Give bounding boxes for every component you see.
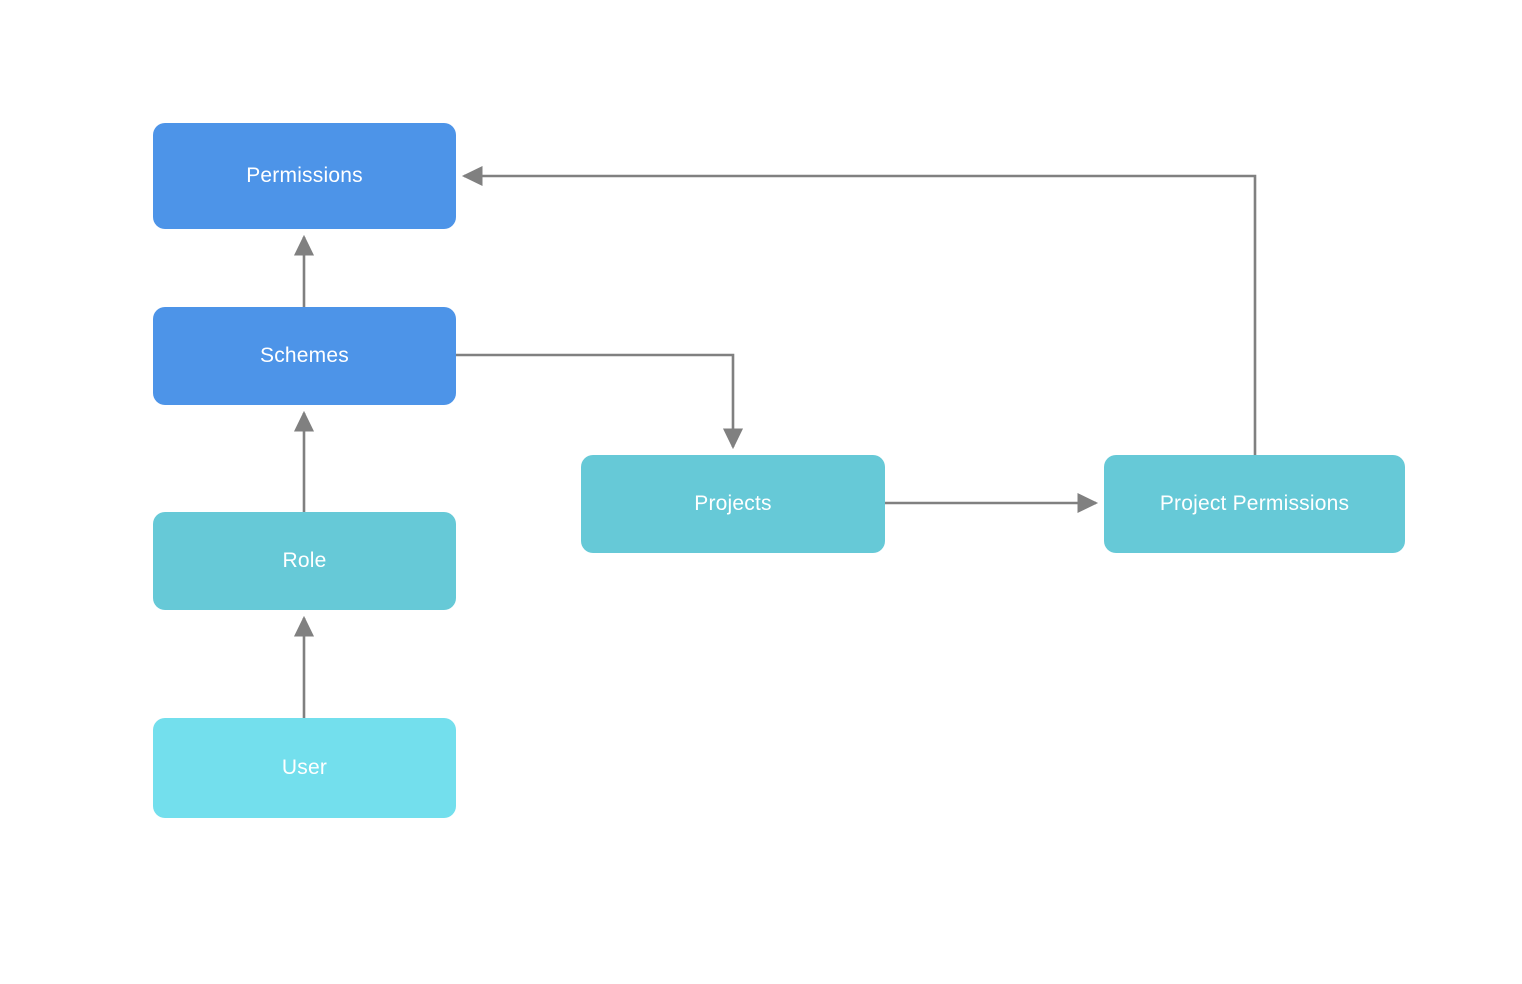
node-user[interactable]: User bbox=[153, 718, 456, 818]
edge-project-permissions-to-permissions bbox=[461, 165, 1257, 455]
node-label-project-permissions: Project Permissions bbox=[1159, 492, 1350, 516]
node-role[interactable]: Role bbox=[153, 512, 456, 610]
node-label-role: Role bbox=[282, 549, 327, 573]
node-projects[interactable]: Projects bbox=[581, 455, 885, 553]
node-schemes[interactable]: Schemes bbox=[153, 307, 456, 405]
node-label-permissions: Permissions bbox=[246, 164, 363, 188]
node-project-permissions[interactable]: Project Permissions bbox=[1104, 455, 1405, 553]
edge-schemes-to-projects bbox=[456, 353, 744, 450]
node-permissions[interactable]: Permissions bbox=[153, 123, 456, 229]
node-label-projects: Projects bbox=[694, 492, 772, 516]
node-label-user: User bbox=[281, 756, 328, 780]
node-label-schemes: Schemes bbox=[260, 344, 349, 368]
